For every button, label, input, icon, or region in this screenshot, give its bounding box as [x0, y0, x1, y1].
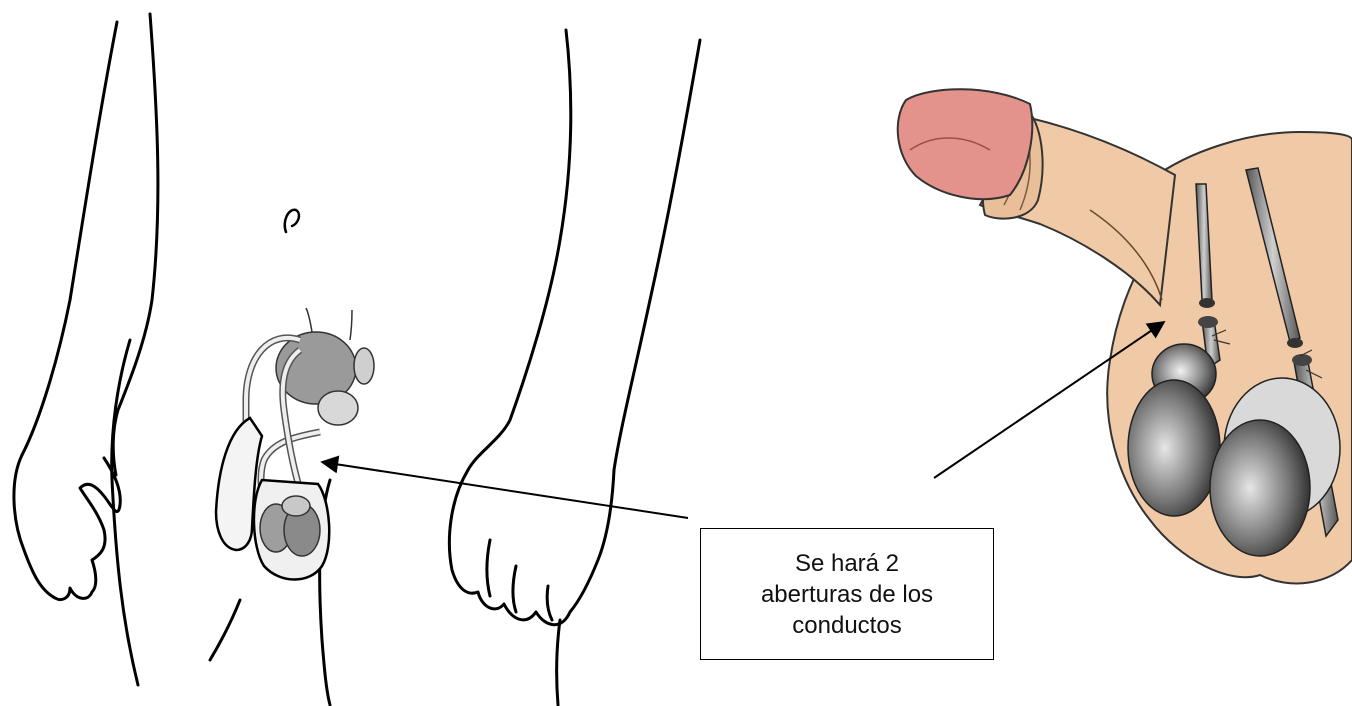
right-arm-inner	[614, 40, 700, 470]
testis-left	[1128, 380, 1220, 516]
right-leg-line	[557, 620, 560, 705]
left-hand	[14, 455, 120, 600]
testis-right	[1210, 420, 1310, 556]
prostate	[318, 391, 358, 425]
internal-organs	[216, 308, 374, 580]
glans	[898, 89, 1033, 199]
cord-left-cut-top	[1199, 298, 1215, 308]
left-arm-inner	[113, 14, 158, 475]
epididymis	[282, 496, 310, 516]
callout-line-3: conductos	[761, 610, 933, 641]
ureter-left	[306, 308, 312, 332]
right-arm-outer	[468, 30, 571, 470]
cord-right-cut-bottom	[1292, 354, 1312, 366]
callout-line-1: Se hará 2	[761, 548, 933, 579]
ureter-right	[350, 310, 352, 340]
callout-text: Se hará 2 aberturas de los conductos	[761, 548, 933, 641]
left-thigh-line	[210, 600, 240, 660]
arrow-left	[322, 462, 688, 518]
callout-box: Se hará 2 aberturas de los conductos	[700, 528, 994, 660]
callout-line-2: aberturas de los	[761, 579, 933, 610]
scrotum-illustration	[898, 89, 1352, 583]
cord-right-cut-top	[1287, 338, 1303, 348]
cord-left-cut-bottom	[1198, 316, 1218, 328]
seminal-vesicle	[354, 348, 374, 384]
left-arm-outer	[22, 22, 117, 455]
navel	[285, 210, 299, 232]
